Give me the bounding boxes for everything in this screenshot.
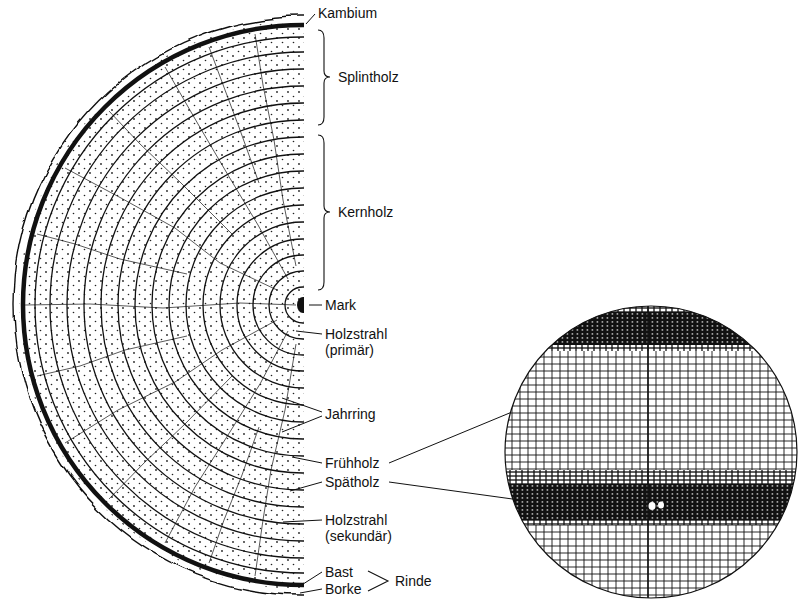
- part-label: Borke: [325, 581, 362, 597]
- wood-rays: [25, 34, 296, 576]
- part-label: Holzstrahl (primär): [325, 326, 403, 358]
- part-label: Spätholz: [325, 474, 379, 490]
- bark-outline: [14, 16, 304, 594]
- part-label: Rinde: [395, 573, 432, 589]
- part-label: Frühholz: [325, 455, 379, 471]
- annual-rings: [35, 37, 304, 573]
- magnified-inset: [500, 300, 805, 602]
- part-label: Holzstrahl (sekundär): [325, 512, 407, 544]
- part-label: Bast: [325, 564, 353, 580]
- part-label: Kernholz: [338, 204, 393, 220]
- pith: [297, 297, 304, 313]
- cambium-ring: [23, 25, 304, 585]
- inset-outline: [505, 306, 797, 598]
- brackets: [318, 30, 388, 591]
- part-label: Jahrring: [325, 406, 376, 422]
- part-label: Splintholz: [338, 69, 399, 85]
- part-label: Kambium: [318, 5, 377, 21]
- trunk-cross-section: [14, 16, 304, 594]
- part-label: Mark: [325, 297, 356, 313]
